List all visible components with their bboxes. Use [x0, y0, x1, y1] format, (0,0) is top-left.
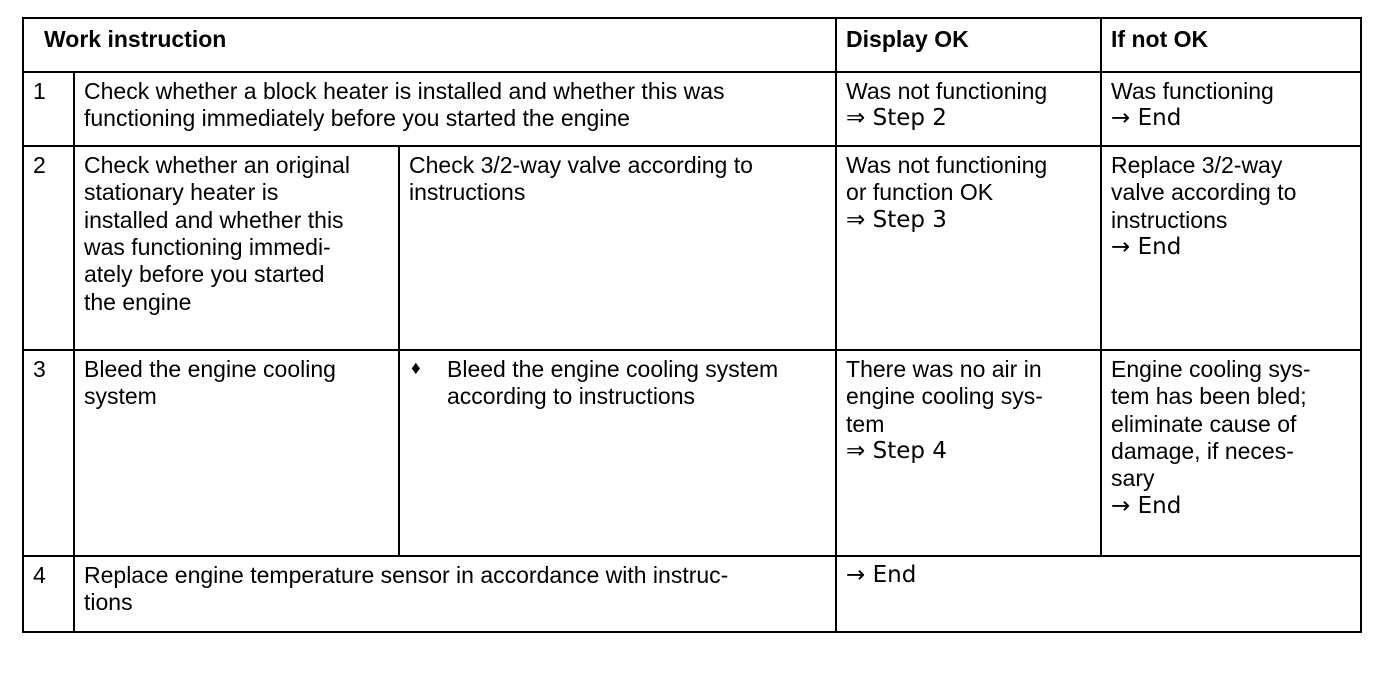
- table-row: 3 Bleed the engine cooling system ♦ Blee…: [22, 349, 1363, 557]
- instruction-line: Check whether a block heater is installe…: [84, 78, 725, 104]
- table-row: 2 Check whether an original stationary h…: [22, 145, 1363, 351]
- display-ok-next-step: ⇒ Step 3: [846, 206, 947, 233]
- step-number: 4: [22, 555, 75, 633]
- step-number: 2: [22, 145, 75, 351]
- header-work-instruction-label: Work instruction: [44, 26, 227, 52]
- display-ok-line: Was not functioning: [846, 152, 1048, 178]
- table-header-row: Work instruction Display OK If not OK: [21, 17, 1363, 73]
- instruction-line: system: [84, 383, 157, 410]
- display-ok-line: engine cooling sys-: [846, 383, 1043, 410]
- bullet-text: Bleed the engine cooling system accordin…: [447, 356, 826, 411]
- if-not-ok-next-step: → End: [1111, 105, 1182, 132]
- if-not-ok-next-step: → End: [1111, 492, 1182, 519]
- work-instruction-cell: Check whether a block heater is installe…: [72, 71, 838, 147]
- if-not-ok-cell: Was functioning → End: [1100, 71, 1363, 147]
- instruction-line: functioning immediately before you start…: [84, 105, 630, 132]
- result-cell: → End: [835, 555, 1363, 633]
- work-instruction-detail-cell: Check 3/2-way valve according to instruc…: [397, 145, 838, 351]
- instruction-line: tions: [84, 589, 133, 616]
- display-ok-cell: Was not functioning ⇒ Step 2: [835, 71, 1103, 147]
- table-row: 4 Replace engine temperature sensor in a…: [22, 555, 1363, 633]
- if-not-ok-line: damage, if neces-: [1111, 438, 1294, 465]
- header-if-not-ok: If not OK: [1100, 17, 1363, 73]
- instruction-line: stationary heater is: [84, 179, 279, 206]
- instruction-line: Replace engine temperature sensor in acc…: [84, 562, 729, 588]
- if-not-ok-cell: Engine cooling sys- tem has been bled; e…: [1100, 349, 1363, 557]
- result-next-step: → End: [846, 562, 917, 588]
- display-ok-line: or function OK: [846, 179, 994, 206]
- step-number: 3: [22, 349, 75, 557]
- if-not-ok-cell: Replace 3/2-way valve according to instr…: [1100, 145, 1363, 351]
- if-not-ok-line: sary: [1111, 465, 1155, 492]
- instruction-line: was functioning immedi-: [84, 234, 331, 261]
- if-not-ok-line: Engine cooling sys-: [1111, 356, 1311, 382]
- diamond-bullet-icon: ♦: [411, 358, 421, 379]
- display-ok-cell: There was no air in engine cooling sys- …: [835, 349, 1103, 557]
- if-not-ok-line: Was functioning: [1111, 78, 1274, 104]
- instruction-line: Check whether an original: [84, 152, 350, 178]
- display-ok-next-step: ⇒ Step 2: [846, 105, 947, 132]
- display-ok-line: Was not functioning: [846, 78, 1048, 104]
- work-instruction-cell: Replace engine temperature sensor in acc…: [72, 555, 838, 633]
- if-not-ok-line: eliminate cause of: [1111, 410, 1297, 437]
- step-number: 1: [22, 71, 75, 147]
- if-not-ok-line: valve according to: [1111, 179, 1297, 206]
- if-not-ok-line: Replace 3/2-way: [1111, 152, 1283, 178]
- instruction-line: according to instructions: [447, 383, 696, 410]
- instruction-line: instructions: [409, 179, 526, 206]
- bullet-list-item: ♦ Bleed the engine cooling system accord…: [409, 356, 826, 411]
- work-instruction-table: Work instruction Display OK If not OK 1 …: [21, 17, 1363, 633]
- display-ok-next-step: ⇒ Step 4: [846, 438, 947, 465]
- work-instruction-cell: Bleed the engine cooling system: [73, 349, 400, 557]
- instruction-line: Bleed the engine cooling: [84, 356, 336, 382]
- instruction-line: ately before you started: [84, 261, 325, 288]
- display-ok-cell: Was not functioning or function OK ⇒ Ste…: [835, 145, 1103, 351]
- if-not-ok-next-step: → End: [1111, 234, 1182, 261]
- if-not-ok-line: tem has been bled;: [1111, 383, 1307, 410]
- table-row: 1 Check whether a block heater is instal…: [22, 71, 1363, 147]
- instruction-line: Check 3/2-way valve according to: [409, 152, 753, 178]
- instruction-line: the engine: [84, 288, 192, 315]
- header-display-ok: Display OK: [835, 17, 1103, 73]
- display-ok-line: tem: [846, 410, 885, 437]
- if-not-ok-line: instructions: [1111, 206, 1228, 233]
- header-work-instruction: Work instruction: [21, 17, 838, 73]
- display-ok-line: There was no air in: [846, 356, 1042, 382]
- instruction-line: installed and whether this: [84, 206, 344, 233]
- instruction-line: Bleed the engine cooling system: [447, 356, 779, 382]
- work-instruction-cell: Check whether an original stationary hea…: [73, 145, 400, 351]
- work-instruction-detail-cell: ♦ Bleed the engine cooling system accord…: [397, 349, 838, 557]
